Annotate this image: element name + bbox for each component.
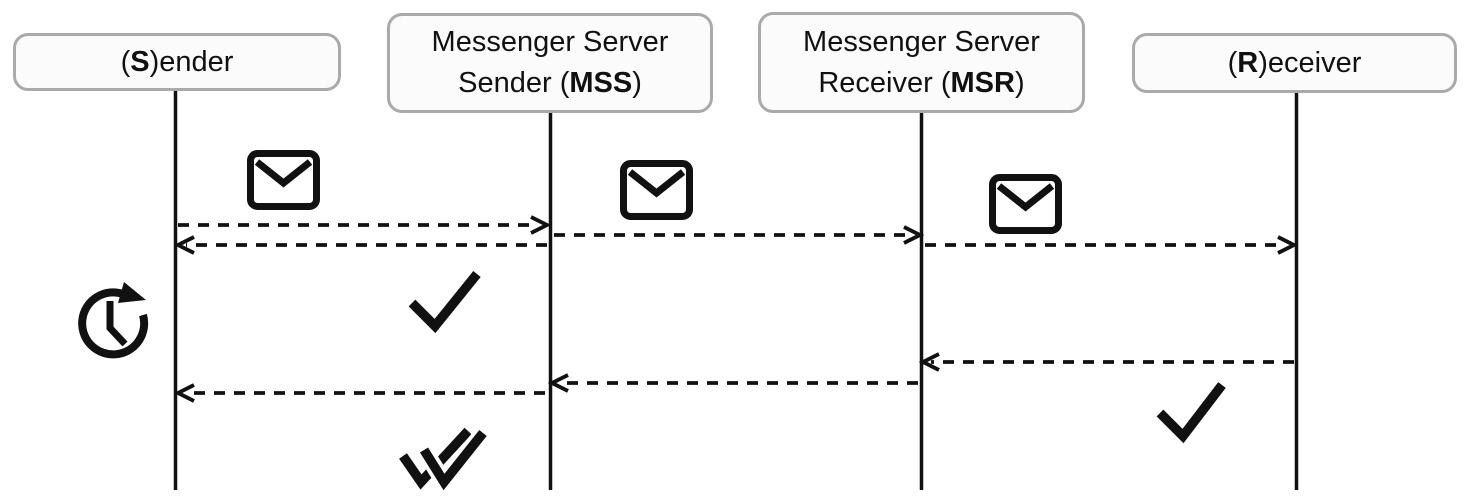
arrow-receiver-to-msr	[918, 352, 1294, 372]
single-check-icon	[408, 271, 481, 334]
single-check-icon	[1156, 382, 1226, 444]
arrow-sender-to-mss	[178, 215, 552, 235]
arrow-mss-to-sender-final	[173, 383, 545, 403]
envelope-icon	[620, 160, 693, 220]
arrow-msr-to-receiver	[925, 235, 1299, 255]
lifelines	[173, 90, 1299, 490]
actor-box-receiver: (R)eceiver	[1132, 33, 1457, 93]
arrow-mss-to-msr	[554, 225, 925, 245]
double-check-icon	[399, 427, 490, 497]
arrow-mss-to-sender	[173, 235, 547, 255]
message-arrows	[173, 215, 1299, 403]
envelope-icon	[989, 174, 1062, 234]
actor-box-sender: (S)ender	[13, 33, 341, 91]
clock-timer-icon	[78, 282, 149, 359]
envelope-icon	[247, 150, 320, 210]
arrow-msr-to-mss	[547, 373, 918, 393]
